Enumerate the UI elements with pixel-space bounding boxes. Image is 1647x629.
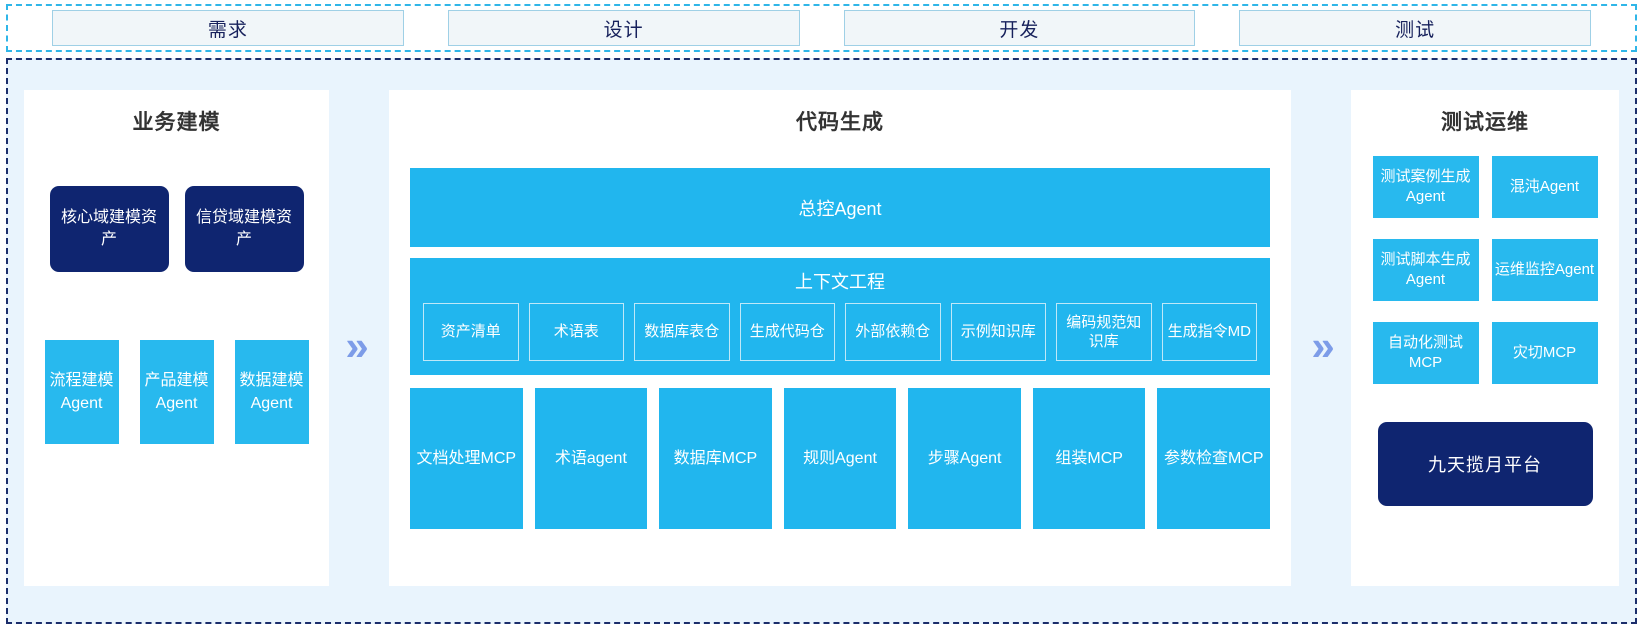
context-item-asset-list[interactable]: 资产清单 — [423, 303, 519, 361]
context-items-row: 资产清单 术语表 数据库表仓 生成代码仓 外部依赖仓 示例知识库 编码规范知识库… — [423, 303, 1257, 361]
asset-box-core-domain[interactable]: 核心域建模资产 — [49, 186, 169, 272]
context-item-external-dependency-repo[interactable]: 外部依赖仓 — [845, 303, 941, 361]
ops-chaos-agent[interactable]: 混沌Agent — [1491, 156, 1598, 218]
phase-label: 需求 — [207, 19, 248, 41]
tool-items-row: 文档处理MCP 术语agent 数据库MCP 规则Agent 步骤Agent 组… — [410, 388, 1271, 529]
context-item-coding-standard-knowledge-base[interactable]: 编码规范知识库 — [1056, 303, 1152, 361]
tool-rule-agent[interactable]: 规则Agent — [783, 388, 897, 529]
phase-box-development[interactable]: 开发 — [843, 10, 1196, 46]
modeling-agent-row: 流程建模Agent 产品建模Agent 数据建模Agent — [44, 340, 309, 444]
phase-box-requirements[interactable]: 需求 — [52, 10, 404, 46]
panel-test-operations: 测试运维 测试案例生成Agent 混沌Agent 测试脚本生成Agent 运维监… — [1351, 90, 1619, 586]
tool-parameter-check-mcp[interactable]: 参数检查MCP — [1157, 388, 1271, 529]
tool-database-mcp[interactable]: 数据库MCP — [659, 388, 772, 529]
tool-glossary-agent[interactable]: 术语agent — [534, 388, 648, 529]
context-engineering-block: 上下文工程 资产清单 术语表 数据库表仓 生成代码仓 外部依赖仓 示例知识库 编… — [410, 258, 1270, 375]
ops-test-script-generation-agent[interactable]: 测试脚本生成Agent — [1372, 239, 1479, 301]
asset-row: 核心域建模资产 信贷域建模资产 — [49, 186, 304, 272]
panel-business-modeling: 业务建模 核心域建模资产 信贷域建模资产 流程建模Agent 产品建模Agent… — [24, 90, 329, 586]
tool-assembly-mcp[interactable]: 组装MCP — [1032, 388, 1146, 529]
modeling-agent-data[interactable]: 数据建模Agent — [234, 340, 309, 444]
ops-automation-test-mcp[interactable]: 自动化测试MCP — [1372, 322, 1479, 384]
context-item-example-knowledge-base[interactable]: 示例知识库 — [950, 303, 1046, 361]
tool-document-processing-mcp[interactable]: 文档处理MCP — [410, 388, 523, 529]
context-item-glossary[interactable]: 术语表 — [528, 303, 624, 361]
phase-box-design[interactable]: 设计 — [447, 10, 800, 46]
panel-title-code-generation: 代码生成 — [796, 111, 884, 134]
chevron-right-icon: » — [1311, 322, 1335, 369]
ops-disaster-switch-mcp[interactable]: 灾切MCP — [1491, 322, 1598, 384]
tool-step-agent[interactable]: 步骤Agent — [908, 388, 1021, 529]
phase-label: 开发 — [999, 19, 1040, 41]
master-control-agent[interactable]: 总控Agent — [410, 168, 1270, 247]
context-item-generation-instruction-md[interactable]: 生成指令MD — [1161, 303, 1257, 361]
main-frame: 业务建模 核心域建模资产 信贷域建模资产 流程建模Agent 产品建模Agent… — [6, 58, 1637, 624]
modeling-agent-process[interactable]: 流程建模Agent — [44, 340, 119, 444]
phase-strip: 需求 设计 开发 测试 — [6, 4, 1637, 52]
code-generation-content: 总控Agent 上下文工程 资产清单 术语表 数据库表仓 生成代码仓 外部依赖仓… — [389, 142, 1291, 543]
context-item-generated-code-repo[interactable]: 生成代码仓 — [739, 303, 835, 361]
context-engineering-title: 上下文工程 — [795, 272, 885, 292]
context-item-db-table-repo[interactable]: 数据库表仓 — [634, 303, 730, 361]
ops-test-case-generation-agent[interactable]: 测试案例生成Agent — [1372, 156, 1479, 218]
phase-label: 测试 — [1395, 19, 1436, 41]
panel-title-test-operations: 测试运维 — [1441, 111, 1529, 134]
phase-box-testing[interactable]: 测试 — [1239, 10, 1591, 46]
ops-monitoring-agent[interactable]: 运维监控Agent — [1491, 239, 1598, 301]
chevron-right-icon: » — [345, 322, 369, 369]
panel-code-generation: 代码生成 总控Agent 上下文工程 资产清单 术语表 数据库表仓 生成代码仓 … — [389, 90, 1291, 586]
platform-box-jiutian[interactable]: 九天揽月平台 — [1377, 422, 1593, 506]
modeling-agent-product[interactable]: 产品建模Agent — [139, 340, 214, 444]
ops-grid: 测试案例生成Agent 混沌Agent 测试脚本生成Agent 运维监控Agen… — [1372, 156, 1598, 384]
asset-box-credit-domain[interactable]: 信贷域建模资产 — [184, 186, 304, 272]
phase-label: 设计 — [603, 19, 644, 41]
panels-row: 业务建模 核心域建模资产 信贷域建模资产 流程建模Agent 产品建模Agent… — [8, 60, 1635, 622]
panel-title-business-modeling: 业务建模 — [132, 111, 221, 134]
